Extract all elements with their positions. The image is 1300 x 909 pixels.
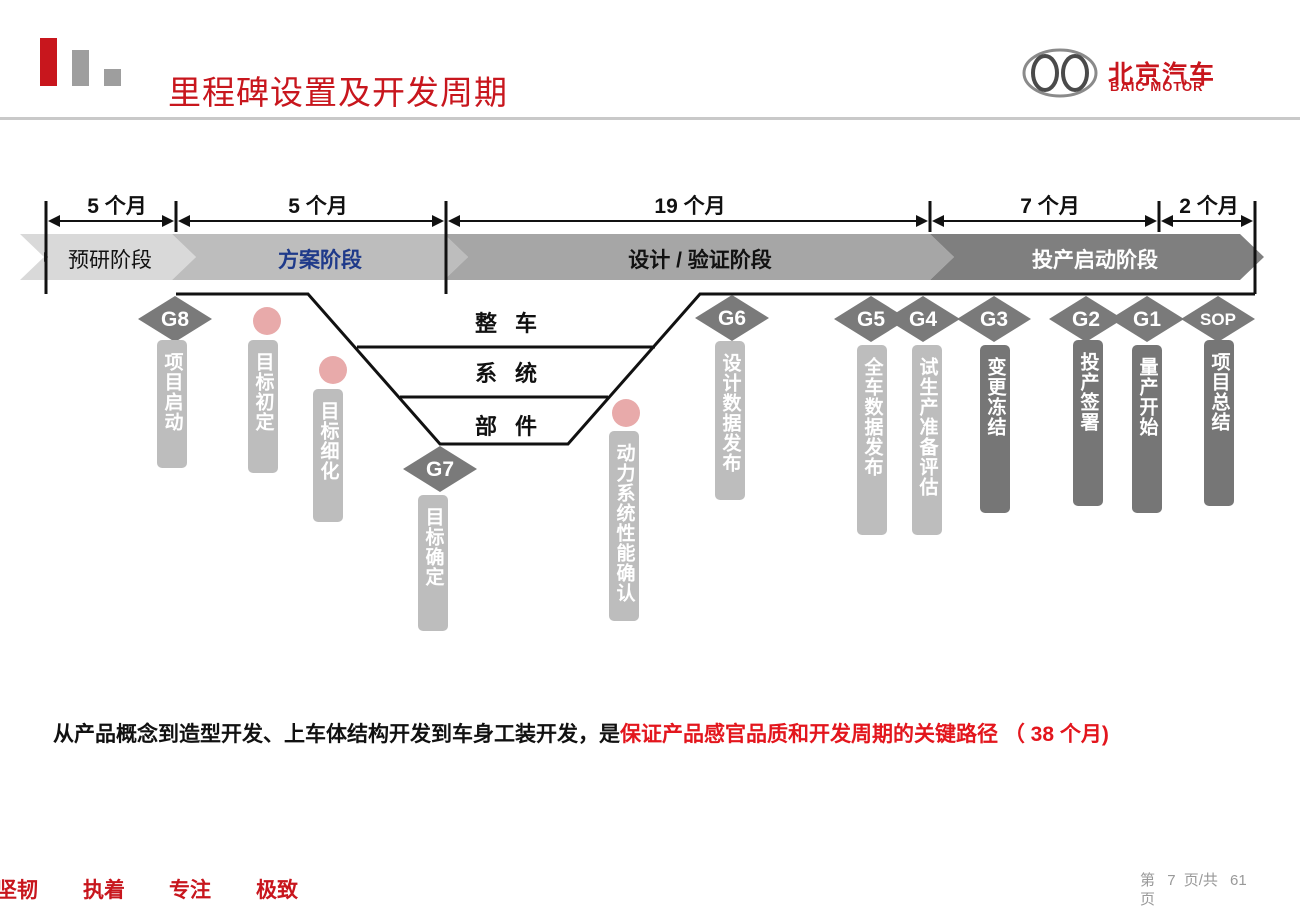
duration-label-5: 2 个月: [1179, 195, 1239, 218]
value-3: 专注: [169, 879, 211, 902]
logo-bar-red: [40, 38, 57, 86]
milestone-target-refine: 目标细化: [313, 389, 343, 522]
phase-arrow-design: [444, 234, 954, 280]
logo-bar-gray: [72, 50, 89, 86]
phase-label-concept: 方案阶段: [278, 249, 362, 272]
milestone-change-freeze: 变更冻结: [980, 345, 1010, 513]
milestone-diagram: [20, 201, 1264, 492]
phase-arrow-research: [20, 234, 196, 280]
milestone-project-summary: 项目总结: [1204, 340, 1234, 506]
page-mid: 页/共: [1183, 872, 1218, 889]
page-suffix: 页: [1140, 891, 1156, 908]
milestone-powertrain-confirm: 动力系统性能确认: [609, 431, 639, 621]
gate-diamond-g5: [834, 296, 908, 342]
gate-label-g7: G7: [425, 458, 455, 481]
milestone-trial-prep-review: 试生产准备评估: [912, 345, 942, 535]
gate-diamond-sop: [1181, 296, 1255, 342]
marker-circle-3: [612, 399, 640, 427]
gate-diamond-g8: [138, 296, 212, 342]
milestone-project-start: 项目启动: [157, 340, 187, 468]
page-total: 61: [1230, 872, 1247, 889]
marker-circle-1: [253, 307, 281, 335]
milestone-design-data-release: 设计数据发布: [715, 341, 745, 500]
duration-label-3: 19 个月: [654, 195, 726, 218]
duration-label-1: 5 个月: [87, 195, 147, 218]
brand-name-en: BAIC MOTOR: [1110, 79, 1204, 94]
gate-label-g2: G2: [1071, 308, 1101, 331]
gate-label-g3: G3: [979, 308, 1009, 331]
gate-label-g4: G4: [908, 308, 938, 331]
milestone-target-initial: 目标初定: [248, 340, 278, 473]
phase-arrow-concept: [172, 234, 468, 280]
gate-label-g5: G5: [856, 308, 886, 331]
level-label-system: 系统: [474, 361, 556, 386]
gate-diamond-g6: [695, 295, 769, 341]
phase-label-design: 设计 / 验证阶段: [628, 249, 772, 272]
gate-diamond-g2: [1049, 296, 1123, 342]
milestone-launch-signoff: 投产签署: [1073, 340, 1103, 506]
logo-bar-light: [104, 69, 121, 86]
milestone-mass-production: 量产开始: [1132, 345, 1162, 513]
milestone-target-confirm: 目标确定: [418, 495, 448, 631]
summary-part-2: 保证产品感官品质和开发周期的关键路径 （ 38 个月): [620, 723, 1109, 746]
gate-label-g6: G6: [717, 307, 747, 330]
gate-diamond-g1: [1110, 296, 1184, 342]
page-prefix: 第: [1140, 872, 1156, 889]
marker-circle-2: [319, 356, 347, 384]
gate-diamond-g3: [957, 296, 1031, 342]
page-indicator: 第 7 页/共 61: [1140, 869, 1247, 890]
gate-label-sop: SOP: [1200, 310, 1236, 329]
gate-diamond-g4: [886, 296, 960, 342]
duration-label-4: 7 个月: [1020, 195, 1080, 218]
gate-label-g1: G1: [1132, 308, 1162, 331]
value-1: 坚韧: [0, 879, 38, 902]
milestone-full-data-release: 全车数据发布: [857, 345, 887, 535]
value-2: 执着: [83, 879, 125, 902]
duration-label-2: 5 个月: [288, 195, 348, 218]
baic-logo-icon: [1022, 48, 1098, 98]
page-number: 7: [1167, 872, 1176, 889]
level-label-component: 部件: [474, 414, 556, 439]
gate-label-g8: G8: [160, 308, 190, 331]
v-model-outline: [176, 292, 1255, 446]
phase-label-launch: 投产启动阶段: [1032, 249, 1158, 272]
brand-name-cn: 北京汽车: [1108, 61, 1217, 89]
summary-text: 从产品概念到造型开发、上车体结构开发到车身工装开发，是保证产品感官品质和开发周期…: [53, 718, 1109, 748]
phase-arrow-launch: [930, 234, 1264, 280]
level-label-vehicle: 整车: [474, 311, 556, 336]
phase-label-research: 预研阶段: [68, 249, 152, 272]
header-divider: [0, 117, 1300, 120]
gate-diamond-g7: [403, 446, 477, 492]
value-4: 极致: [256, 879, 298, 902]
summary-part-1: 从产品概念到造型开发、上车体结构开发到车身工装开发，是: [53, 723, 620, 746]
page-title: 里程碑设置及开发周期: [168, 74, 508, 111]
